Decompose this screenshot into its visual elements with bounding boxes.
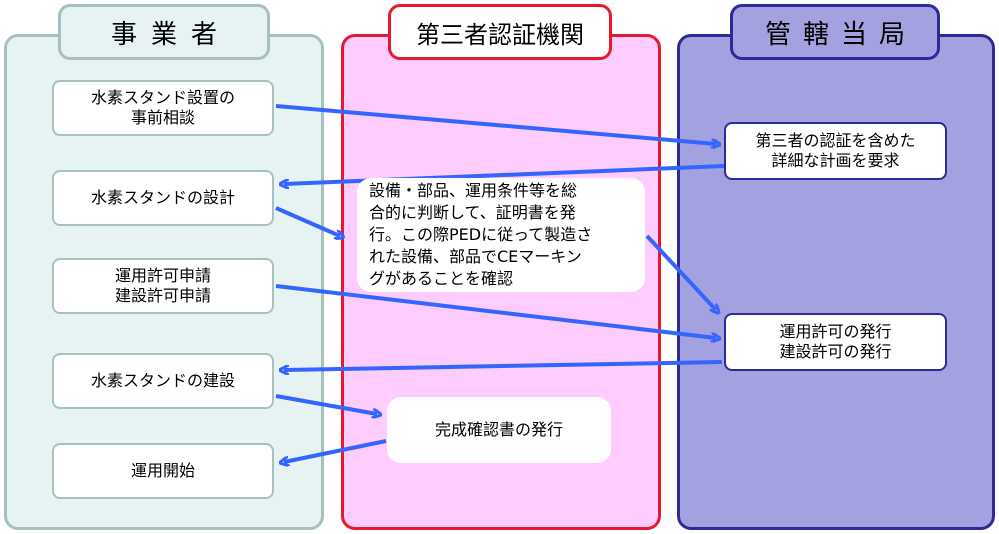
arrow-request-to-design [284, 164, 725, 184]
node-completion: 完成確認書の発行 [387, 397, 611, 463]
node-design: 水素スタンドの設計 [52, 170, 274, 226]
arrow-apply-to-permit [275, 284, 716, 338]
node-start: 運用開始 [52, 443, 274, 499]
node-construct: 水素スタンドの建設 [52, 353, 274, 409]
node-request-plan: 第三者の認証を含めた 詳細な計画を要求 [724, 122, 947, 180]
lane-header-operator: 事業者 [58, 4, 270, 60]
node-certify: 設備・部品、運用条件等を総 合的に判断して、証明書を発 行。この際PEDに従って… [357, 178, 645, 292]
lane-authority [677, 34, 995, 530]
node-apply: 運用許可申請 建設許可申請 [52, 258, 274, 314]
lane-header-authority: 管轄当局 [730, 4, 940, 60]
arrow-permit-to-construct [284, 360, 723, 370]
arrow-consult-to-request [275, 104, 716, 144]
node-issue-permit: 運用許可の発行 建設許可の発行 [724, 313, 947, 371]
arrow-completion-to-start [284, 439, 387, 462]
arrow-construct-to-completion [275, 394, 377, 414]
arrow-certify-to-permit [645, 234, 716, 310]
lane-header-third-party: 第三者認証機関 [388, 4, 612, 60]
arrow-design-to-certify [275, 206, 340, 236]
node-consult: 水素スタンド設置の 事前相談 [52, 80, 274, 136]
